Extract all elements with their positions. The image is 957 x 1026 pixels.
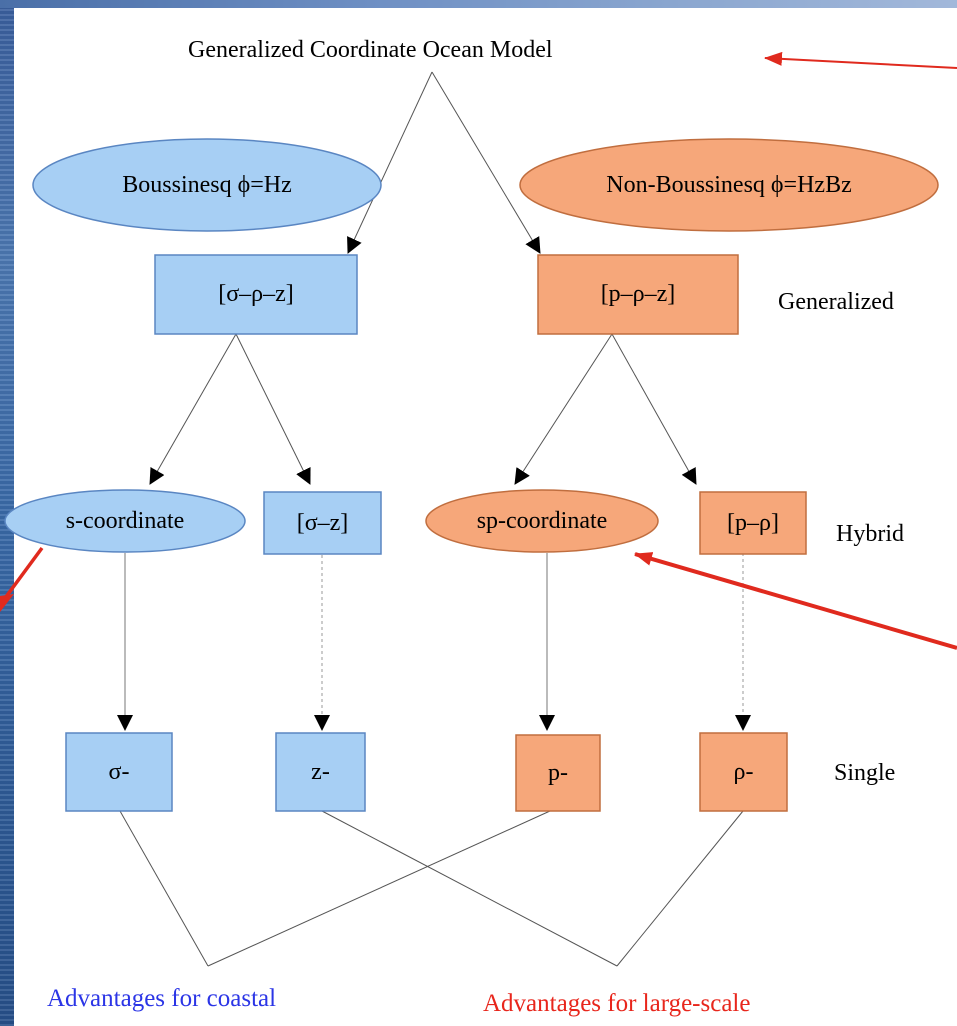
level-single: Single (834, 760, 896, 786)
edge-p-rho-z-to-sp-coordinate (514, 333, 613, 485)
box-sigma-z (263, 491, 382, 555)
ellipse-boussinesq (32, 138, 382, 232)
connector-sigma-to-coastal (119, 810, 209, 967)
p-label: p- (548, 759, 568, 786)
root-title: Generalized Coordinate Ocean Model (188, 37, 553, 63)
edge-p-rho-z-to-p-rho (611, 333, 697, 485)
sigma-label: σ- (108, 758, 130, 785)
level-generalized: Generalized (778, 289, 894, 315)
sigma-rho-z-label: [σ–ρ–z] (218, 281, 294, 307)
ellipse-sp-coordinate (425, 489, 659, 553)
p-rho-label: [p–ρ] (727, 509, 779, 536)
ellipse-non-boussinesq (519, 138, 939, 232)
rho-label: ρ- (733, 758, 754, 785)
box-p (515, 734, 601, 812)
background-strip-top (0, 0, 957, 8)
box-p-rho (699, 491, 807, 555)
connector-z-to-large-scale (321, 810, 618, 967)
non-boussinesq-label: Non-Boussinesq ϕ=HzBz (606, 171, 852, 198)
connector-p-to-coastal (207, 810, 551, 967)
advantages-coastal: Advantages for coastal (47, 985, 277, 1012)
red-pointer-root (764, 51, 957, 69)
box-rho (699, 732, 788, 812)
box-z (275, 732, 366, 812)
sigma-z-label: [σ–z] (296, 509, 349, 536)
boussinesq-label: Boussinesq ϕ=Hz (122, 171, 292, 198)
s-coordinate-label: s-coordinate (65, 507, 185, 534)
edge-root-to-sigma-rho-z (347, 71, 433, 254)
edge-sigma-rho-z-to-sigma-z (235, 333, 311, 485)
edge-root-to-p-rho-z (431, 71, 541, 254)
red-pointer-s-coordinate-head (0, 594, 14, 612)
level-hybrid: Hybrid (836, 521, 904, 547)
box-sigma-rho-z (154, 254, 358, 335)
ellipse-s-coordinate (4, 489, 246, 553)
background-strip-left (0, 0, 14, 1026)
edge-sigma-rho-z-to-s-coordinate (149, 333, 237, 485)
sp-coordinate-label: sp-coordinate (476, 507, 608, 534)
box-p-rho-z (537, 254, 739, 335)
advantages-large-scale: Advantages for large-scale (483, 990, 751, 1017)
p-rho-z-label: [p–ρ–z] (600, 281, 676, 307)
connector-rho-to-large-scale (616, 810, 744, 967)
red-pointer-sp-coordinate (634, 552, 957, 650)
z-label: z- (311, 758, 330, 785)
box-sigma (65, 732, 173, 812)
